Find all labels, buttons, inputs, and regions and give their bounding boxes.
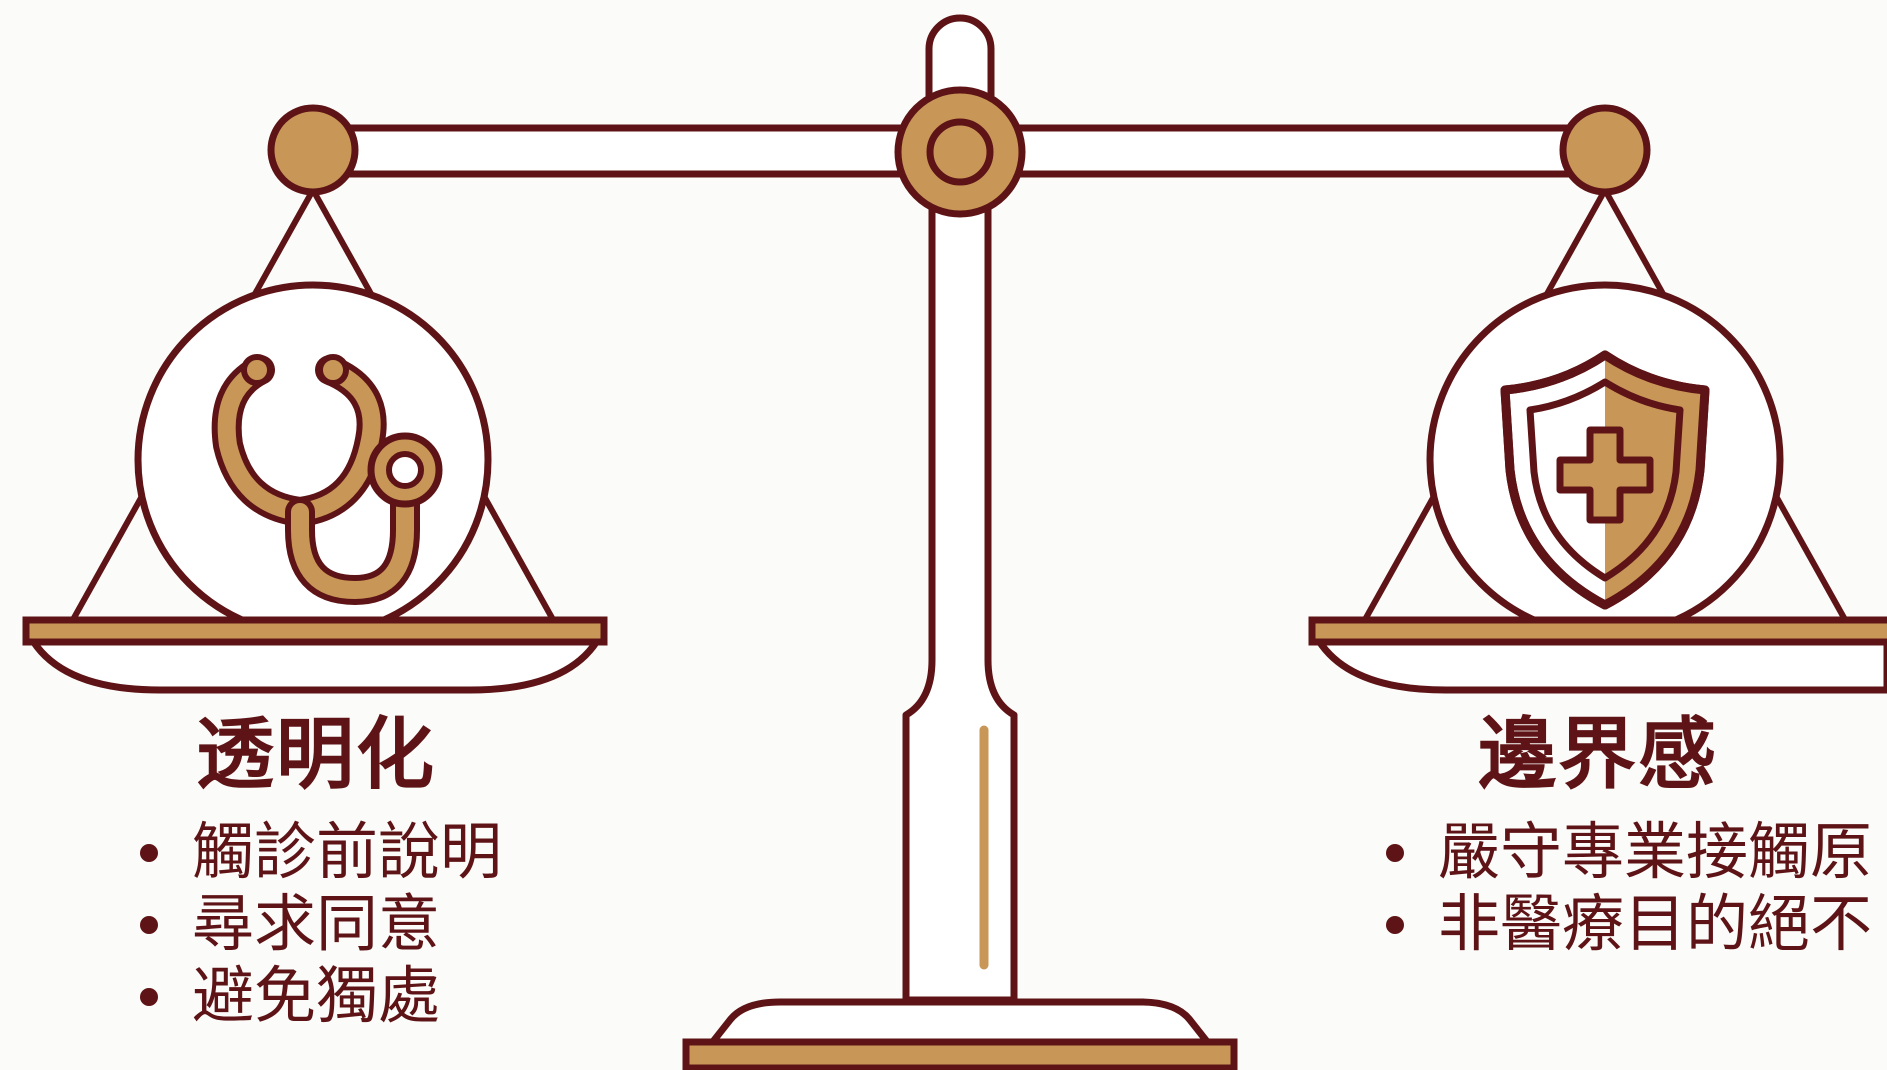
shield-cross-icon (1500, 350, 1710, 610)
transparency-title: 透明化 (196, 710, 437, 800)
list-item: 避免獨處 (134, 960, 502, 1032)
boundary-title: 邊界感 (1478, 710, 1719, 800)
transparency-list: 觸診前說明 尋求同意 避免獨處 (134, 816, 502, 1032)
list-item: 嚴守專業接觸原 (1380, 816, 1872, 888)
list-item: 非醫療目的絕不 (1380, 888, 1872, 960)
beam-left-knob (267, 104, 359, 196)
scale-beam (267, 86, 1651, 218)
stethoscope-icon (211, 354, 443, 605)
beam-pivot (894, 86, 1026, 218)
beam-right-knob (1559, 104, 1651, 196)
list-item: 尋求同意 (134, 888, 502, 960)
list-item: 觸診前說明 (134, 816, 502, 888)
left-pan (22, 188, 608, 694)
boundary-list: 嚴守專業接觸原 非醫療目的絕不 (1380, 816, 1872, 960)
scale-base (682, 998, 1238, 1070)
